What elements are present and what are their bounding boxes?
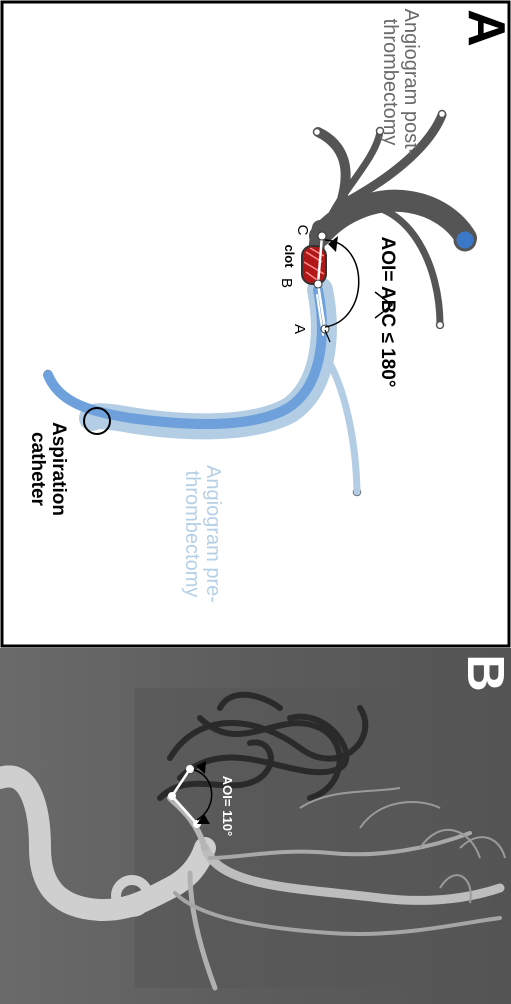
panel-a-diagram bbox=[0, 0, 511, 648]
point-label-b: B bbox=[278, 277, 295, 288]
angle-arrow-head-b-2 bbox=[197, 814, 210, 824]
aoi-value-label: AOI= 110° bbox=[220, 775, 235, 837]
angiogram-image bbox=[0, 648, 511, 1004]
pre-thrombectomy-label-text: Angiogram pre- thrombectomy bbox=[179, 454, 224, 614]
panel-b: B AOI= 110° bbox=[0, 648, 511, 1004]
angiogram-inner-frame bbox=[135, 688, 413, 988]
angle-arrow-head bbox=[328, 236, 338, 252]
panel-a: A Angiogram post- thrombectomy Angiogram… bbox=[0, 0, 511, 648]
vessel-end-ball bbox=[453, 228, 477, 252]
panel-a-letter: A bbox=[457, 9, 511, 47]
angle-construct-b bbox=[170, 768, 198, 825]
point-label-c: C bbox=[294, 224, 311, 236]
aoi-formula: AOI= ABC ≤ 180° bbox=[377, 236, 398, 388]
catheter-tip-ring bbox=[83, 407, 111, 435]
angle-arc bbox=[324, 239, 360, 328]
clot bbox=[301, 245, 327, 285]
small-vessels bbox=[299, 787, 506, 904]
pre-label-line-1: Angiogram pre- bbox=[202, 465, 224, 603]
angle-construct bbox=[316, 235, 327, 330]
catheter-label-line-2: catheter bbox=[27, 432, 48, 506]
main-artery bbox=[0, 765, 505, 991]
angle-arrow-head-b-1 bbox=[196, 761, 206, 774]
panel-b-letter: B bbox=[456, 654, 511, 692]
pre-label-line-2: thrombectomy bbox=[181, 470, 203, 598]
angle-arc-b bbox=[193, 769, 213, 821]
point-label-a: A bbox=[291, 323, 308, 334]
post-thrombectomy-label: Angiogram post- thrombectomy bbox=[377, 5, 422, 159]
post-label-line-1: Angiogram post- bbox=[400, 8, 422, 156]
dark-vessel-tangle bbox=[157, 691, 369, 801]
aspiration-catheter-label: Aspiration catheter bbox=[25, 414, 69, 524]
catheter-label-line-1: Aspiration bbox=[48, 422, 69, 516]
panel-a-frame bbox=[0, 0, 511, 648]
post-label-line-2: thrombectomy bbox=[379, 18, 401, 146]
formula-hat bbox=[374, 291, 394, 319]
leader-line-a bbox=[324, 329, 331, 343]
clot-label: clot bbox=[282, 244, 297, 268]
